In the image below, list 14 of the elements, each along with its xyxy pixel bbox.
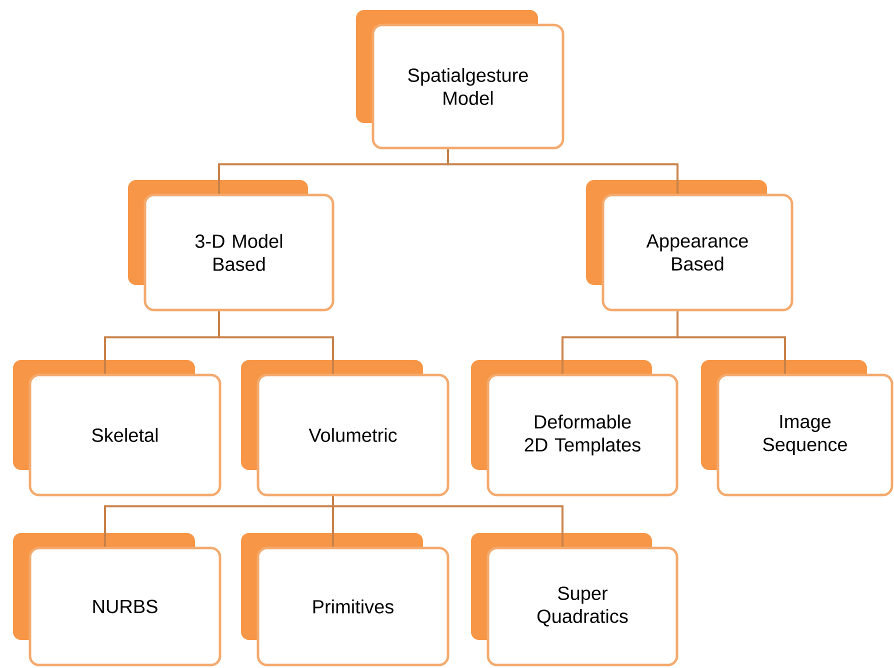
connector-line [447, 149, 678, 194]
process-box: Skeletal [13, 360, 222, 496]
process-box: 3-D Model Based [128, 180, 334, 312]
process-box: Deformable 2D Templates [471, 360, 678, 496]
connector-line [332, 496, 564, 547]
process-box: Primitives [241, 533, 450, 666]
connector-line [676, 311, 786, 374]
process-box: Appearance Based [586, 180, 794, 312]
process-box: Volumetric [241, 360, 450, 496]
process-box: Super Quadratics [471, 533, 678, 666]
process-box: Image Sequence [701, 360, 894, 496]
process-box: NURBS [13, 533, 222, 666]
process-box: Spatialgesture Model [356, 10, 564, 150]
connector-line [218, 311, 334, 374]
